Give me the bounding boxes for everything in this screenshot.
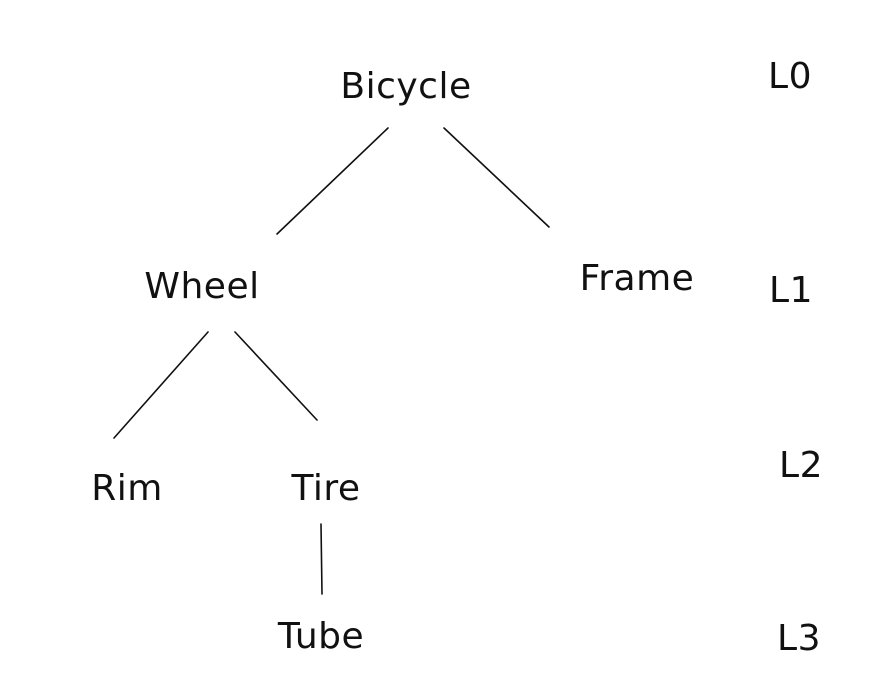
- node-tire: Tire: [290, 468, 360, 509]
- level-label-l3: L3: [777, 618, 821, 659]
- node-frame: Frame: [580, 258, 695, 299]
- node-wheel: Wheel: [144, 266, 259, 307]
- edge-bicycle-wheel: [276, 127, 389, 235]
- node-tube: Tube: [277, 616, 364, 657]
- level-label-l1: L1: [769, 270, 813, 311]
- edge-wheel-rim: [113, 331, 209, 439]
- level-label-l2: L2: [779, 445, 823, 486]
- node-bicycle: Bicycle: [340, 66, 471, 107]
- edge-tire-tube: [320, 523, 323, 595]
- edge-wheel-tire: [234, 331, 318, 421]
- node-rim: Rim: [91, 468, 163, 509]
- level-label-l0: L0: [768, 56, 812, 97]
- edge-bicycle-frame: [443, 127, 550, 228]
